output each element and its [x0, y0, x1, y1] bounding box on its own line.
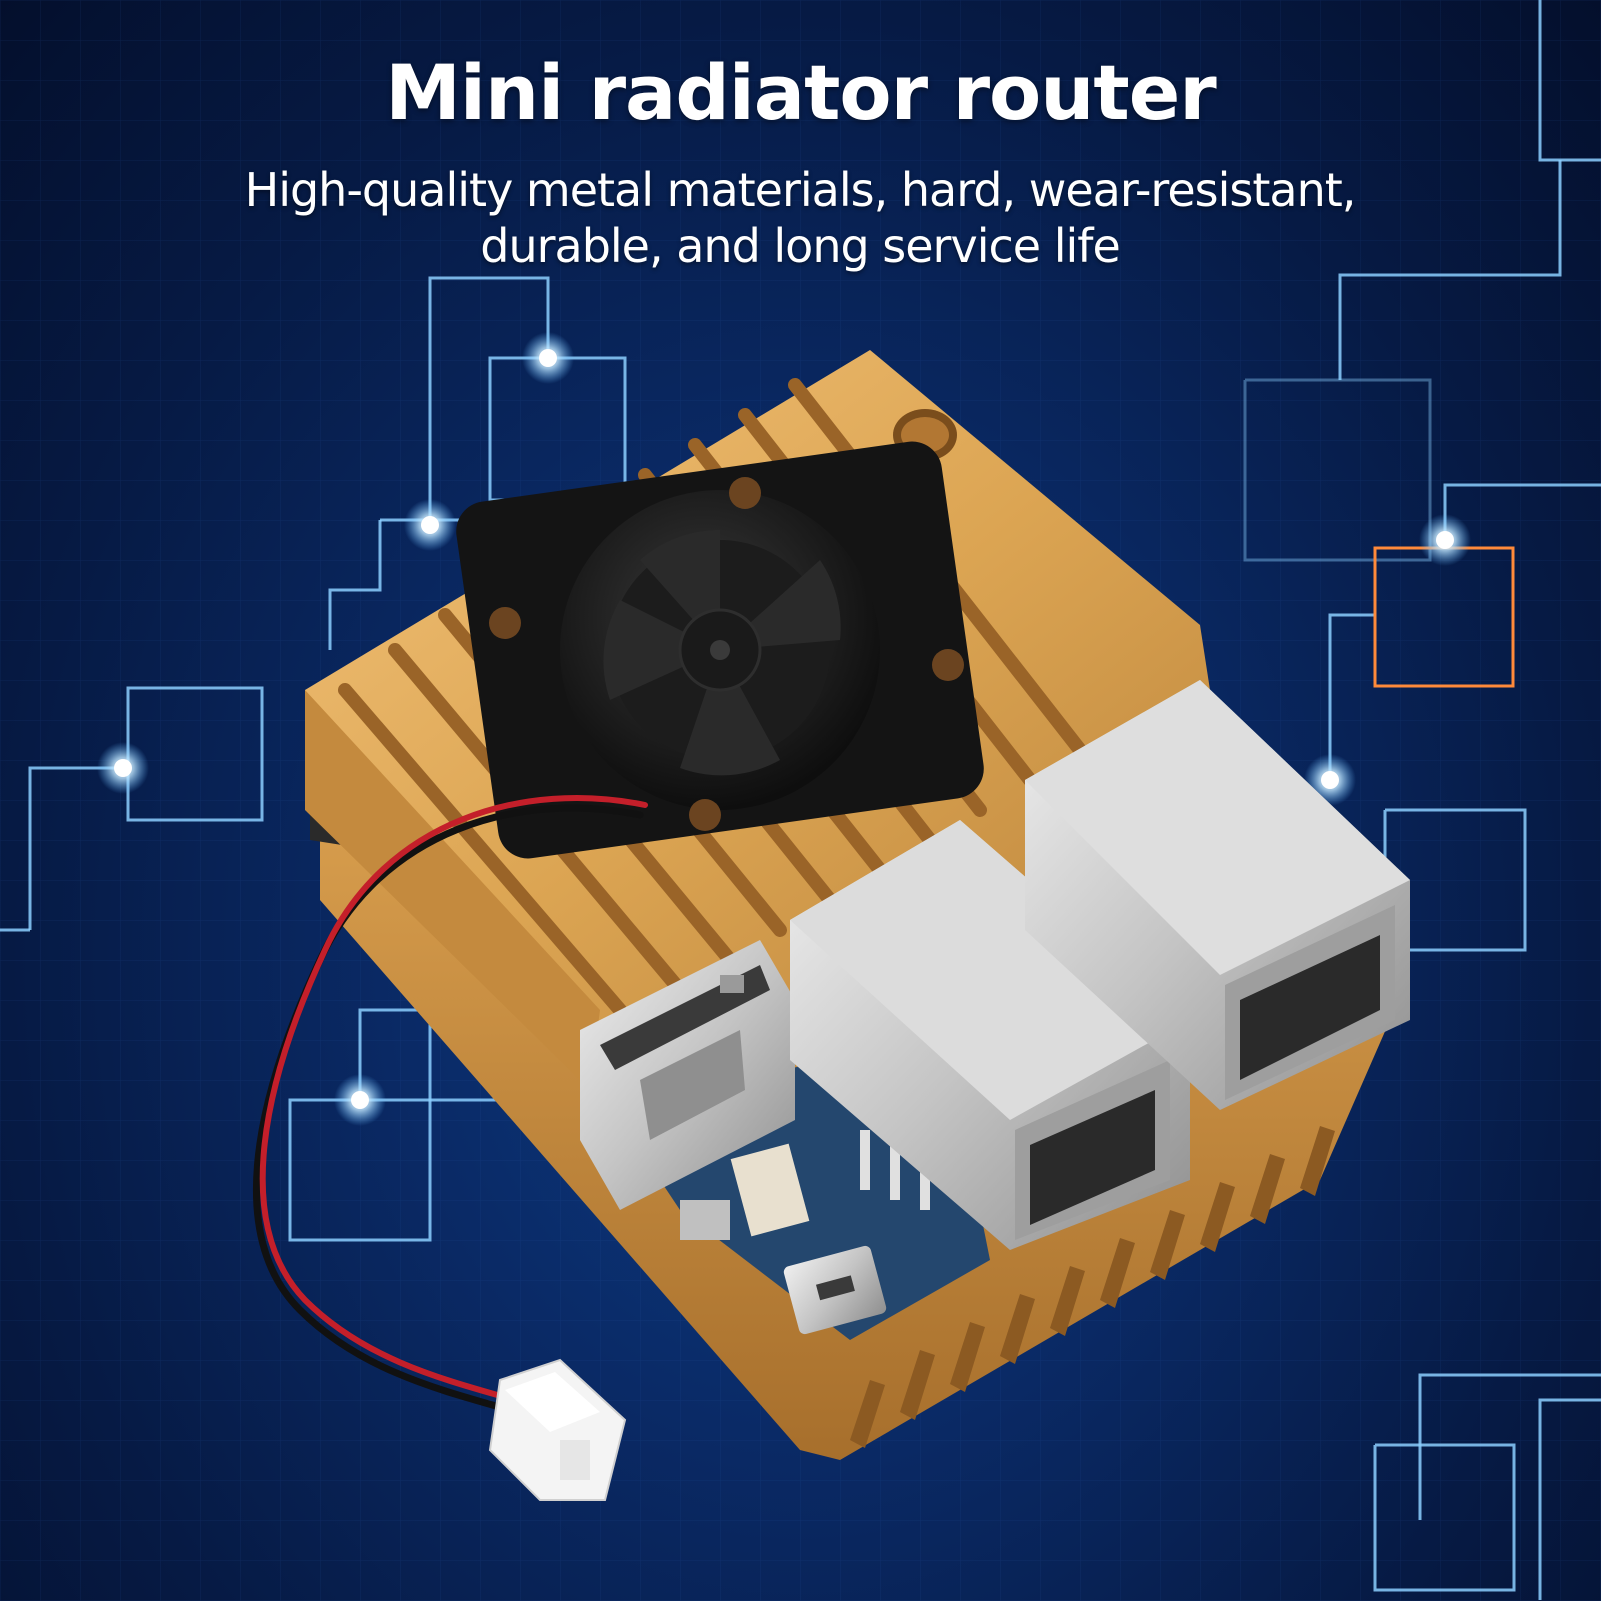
header-connector: [730, 1143, 810, 1237]
subheadline-line-1: High-quality metal materials, hard, wear…: [244, 163, 1357, 217]
ethernet-port-icon-2: [1025, 680, 1410, 1110]
ethernet-port-icon: [790, 820, 1190, 1250]
circuit-nodes: [97, 332, 1471, 1126]
subheadline: High-quality metal materials, hard, wear…: [200, 162, 1400, 274]
pin-header: [860, 1130, 930, 1210]
usb-port-icon: [580, 940, 795, 1210]
bottom-fins: [850, 1126, 1335, 1448]
fan-connector: [488, 1358, 627, 1501]
switch-button: [680, 1200, 730, 1240]
headline: Mini radiator router: [385, 48, 1216, 137]
subheadline-line-2: durable, and long service life: [480, 219, 1121, 273]
fan-cable: [253, 794, 648, 1414]
cooling-fan: [456, 441, 984, 859]
